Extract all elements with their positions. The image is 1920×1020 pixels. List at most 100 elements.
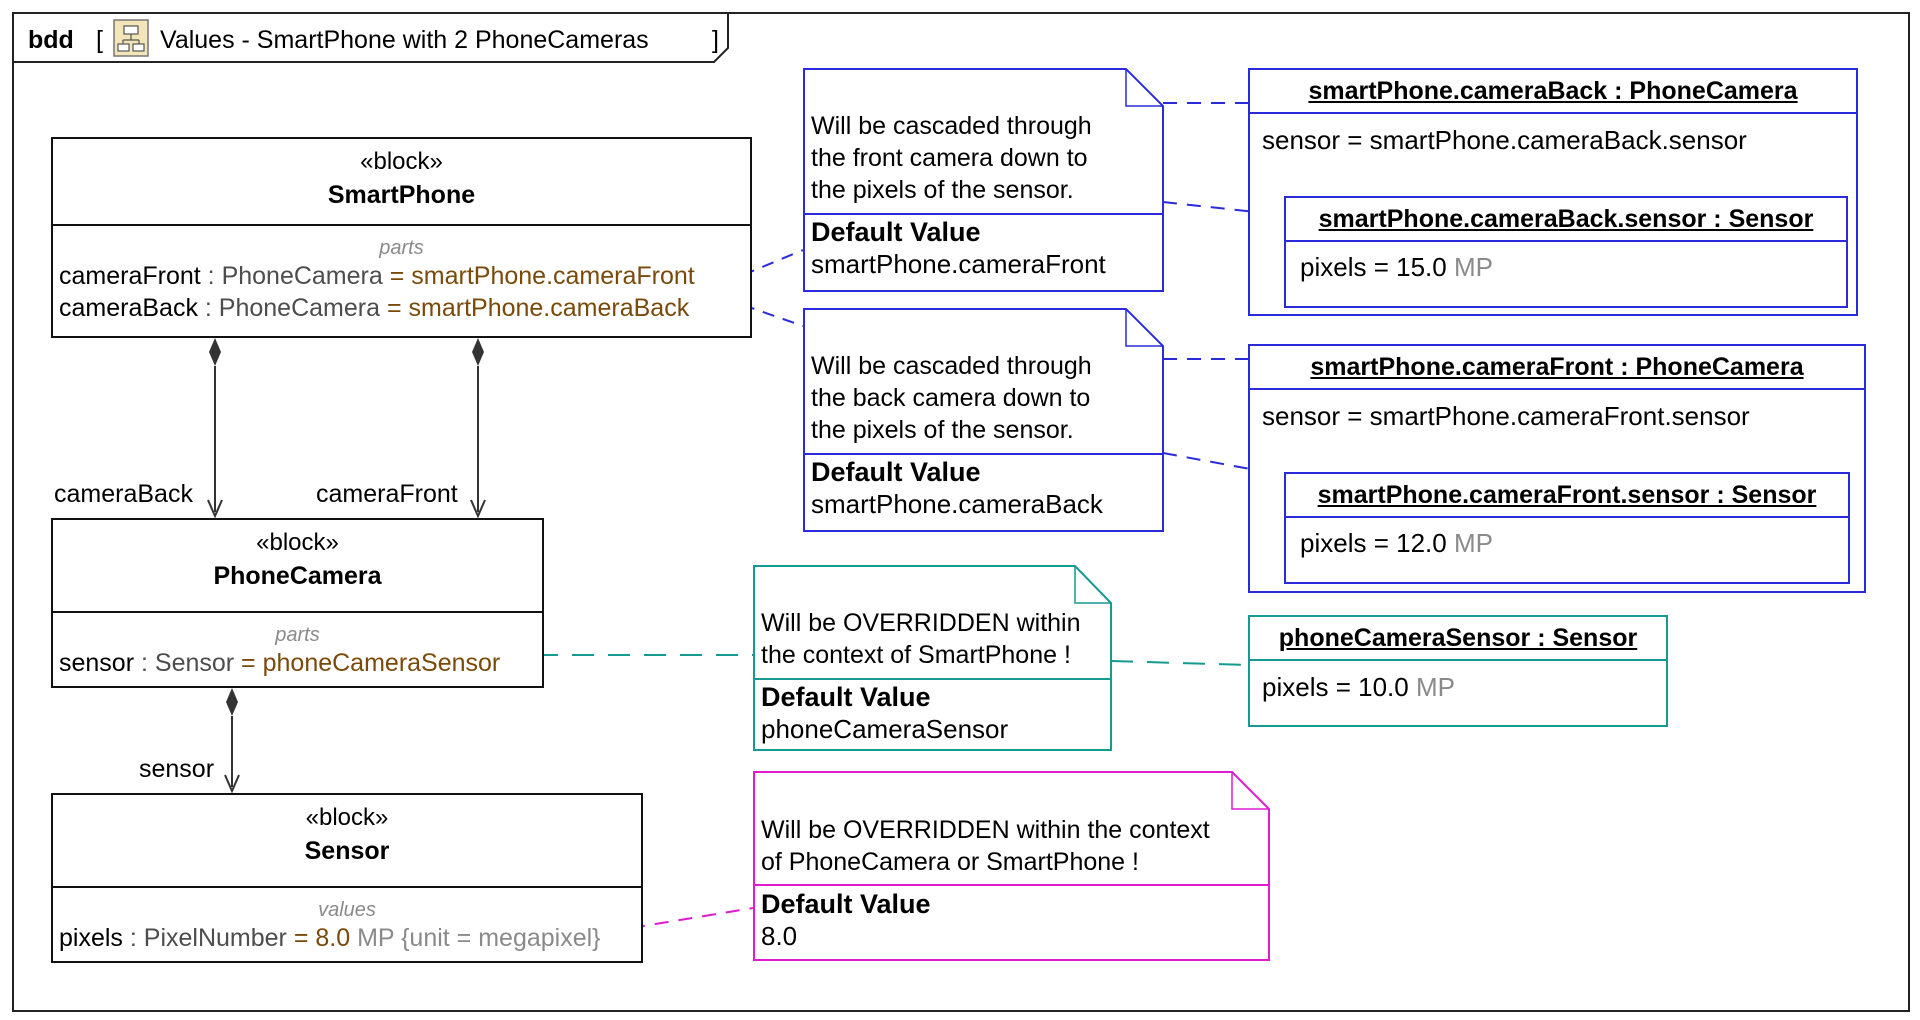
prop-type: : PixelNumber xyxy=(129,924,287,952)
note-default-value-title: Default Value xyxy=(811,217,981,247)
instance-camera-back[interactable]: smartPhone.cameraBack : PhoneCamera sens… xyxy=(1248,68,1858,316)
note-text-line: Will be cascaded through xyxy=(811,112,1092,140)
part-property-camerafront[interactable]: cameraFront : PhoneCamera = smartPhone.c… xyxy=(53,260,750,292)
block-stereotype: «block» xyxy=(360,148,443,175)
role-label-sensor: sensor xyxy=(139,755,215,783)
prop-equals: = xyxy=(380,294,409,322)
instance-slot: sensor = smartPhone.cameraFront.sensor xyxy=(1262,401,1750,431)
compartment-label: parts xyxy=(275,624,320,646)
note-text-line: Will be OVERRIDDEN within the context xyxy=(761,816,1210,844)
prop-equals: = xyxy=(286,924,316,952)
note-link-phonecamerasensor[interactable] xyxy=(1110,660,1249,666)
prop-type: : PhoneCamera xyxy=(204,294,381,322)
note-anchor-sensor-part[interactable] xyxy=(530,649,753,661)
note-text-line: the pixels of the sensor. xyxy=(811,416,1074,444)
slot-value: pixels = 15.0 xyxy=(1300,252,1447,282)
role-label-cameraback: cameraBack xyxy=(54,480,193,508)
prop-type: : Sensor xyxy=(141,649,235,677)
prop-default-value: phoneCameraSensor xyxy=(262,649,501,677)
slot-value: pixels = 12.0 xyxy=(1300,528,1447,558)
note-overridden-context[interactable]: Will be OVERRIDDEN within the context of… xyxy=(753,771,1270,961)
block-phonecamera[interactable]: «block» PhoneCamera parts sensor : Senso… xyxy=(51,518,544,688)
composition-camerafront[interactable] xyxy=(470,338,486,519)
note-text-line: the pixels of the sensor. xyxy=(811,176,1074,204)
block-name: Sensor xyxy=(304,837,390,865)
value-property-pixels[interactable]: pixels : PixelNumber = 8.0 MP {unit = me… xyxy=(53,922,641,954)
diagram-title: Values - SmartPhone with 2 PhoneCameras xyxy=(160,26,649,54)
block-sensor[interactable]: «block» Sensor values pixels : PixelNumb… xyxy=(51,793,643,963)
note-default-value: smartPhone.cameraFront xyxy=(811,249,1106,279)
note-text-line: the back camera down to xyxy=(811,384,1091,412)
note-default-value-title: Default Value xyxy=(761,889,931,919)
note-outline xyxy=(753,771,1270,961)
instance-title: smartPhone.cameraBack.sensor : Sensor xyxy=(1286,198,1846,242)
prop-default-value: smartPhone.cameraFront xyxy=(411,262,695,290)
instance-slot: sensor = smartPhone.cameraBack.sensor xyxy=(1262,125,1747,155)
note-text-line: Will be OVERRIDDEN within xyxy=(761,609,1081,637)
composition-sensor[interactable] xyxy=(224,688,240,794)
note-text-line: Will be cascaded through xyxy=(811,352,1092,380)
diagram-frame xyxy=(12,12,1910,1012)
part-property-sensor[interactable]: sensor : Sensor = phoneCameraSensor xyxy=(53,647,542,679)
block-header: «block» SmartPhone xyxy=(53,139,750,226)
compartment-label: values xyxy=(318,899,376,921)
prop-name: sensor xyxy=(59,649,135,677)
instance-phone-camera-sensor[interactable]: phoneCameraSensor : Sensor pixels = 10.0… xyxy=(1248,615,1668,727)
block-stereotype: «block» xyxy=(305,804,389,831)
note-default-value: 8.0 xyxy=(761,921,798,951)
package-diagram-icon xyxy=(113,19,149,57)
note-text-line: of PhoneCamera or SmartPhone ! xyxy=(761,848,1139,876)
note-text-line: the context of SmartPhone ! xyxy=(761,641,1071,669)
instance-camera-front-sensor[interactable]: smartPhone.cameraFront.sensor : Sensor p… xyxy=(1284,472,1850,584)
note-anchor-pixels[interactable] xyxy=(625,907,754,934)
instance-title: smartPhone.cameraFront.sensor : Sensor xyxy=(1286,474,1848,518)
slot-unit: MP xyxy=(1446,528,1493,558)
note-text-line: the front camera down to xyxy=(811,144,1088,172)
prop-name: pixels xyxy=(59,924,123,952)
title-bracket-open: [ xyxy=(96,26,103,54)
block-header: «block» PhoneCamera xyxy=(53,520,542,613)
block-smartphone[interactable]: «block» SmartPhone parts cameraFront : P… xyxy=(51,137,752,338)
instance-camera-front[interactable]: smartPhone.cameraFront : PhoneCamera sen… xyxy=(1248,344,1866,593)
note-default-value-title: Default Value xyxy=(761,682,931,712)
instance-slot: pixels = 15.0 MP xyxy=(1286,242,1846,292)
block-header: «block» Sensor xyxy=(53,795,641,888)
instance-title: smartPhone.cameraBack : PhoneCamera xyxy=(1250,70,1856,114)
prop-type: : PhoneCamera xyxy=(207,262,383,290)
prop-equals: = xyxy=(234,649,263,677)
note-outline xyxy=(803,308,1164,532)
instance-slot: pixels = 12.0 MP xyxy=(1286,518,1848,568)
compartment-label: parts xyxy=(379,237,424,259)
note-default-value: phoneCameraSensor xyxy=(761,714,1009,744)
prop-name: cameraFront xyxy=(59,262,201,290)
prop-equals: = xyxy=(382,262,412,290)
block-stereotype: «block» xyxy=(256,529,339,556)
note-default-value: smartPhone.cameraBack xyxy=(811,489,1103,519)
diagram-kind: bdd xyxy=(28,26,74,54)
note-outline xyxy=(753,565,1112,751)
instance-title: smartPhone.cameraFront : PhoneCamera xyxy=(1250,346,1864,390)
role-label-camerafront: cameraFront xyxy=(316,480,458,508)
title-bracket-close: ] xyxy=(712,26,719,54)
block-name: PhoneCamera xyxy=(213,562,382,590)
instance-camera-back-sensor[interactable]: smartPhone.cameraBack.sensor : Sensor pi… xyxy=(1284,196,1848,308)
note-default-value-title: Default Value xyxy=(811,457,981,487)
prop-name: cameraBack xyxy=(59,294,198,322)
note-overridden-smartphone[interactable]: Will be OVERRIDDEN within the context of… xyxy=(753,565,1112,751)
part-property-cameraback[interactable]: cameraBack : PhoneCamera = smartPhone.ca… xyxy=(53,292,750,324)
composition-cameraback[interactable] xyxy=(207,338,223,519)
prop-default-value: smartPhone.cameraBack xyxy=(408,294,690,322)
slot-value: pixels = 10.0 xyxy=(1262,672,1409,702)
slot-unit: MP xyxy=(1408,672,1455,702)
instance-title: phoneCameraSensor : Sensor xyxy=(1250,617,1666,661)
block-name: SmartPhone xyxy=(327,181,476,209)
slot-unit: MP xyxy=(1446,252,1493,282)
note-outline xyxy=(803,68,1164,292)
note-cascade-front[interactable]: Will be cascaded through the front camer… xyxy=(803,68,1164,292)
instance-slot: pixels = 10.0 MP xyxy=(1250,661,1666,713)
diagram-frame-tab: bdd [ Values - SmartPhone with 2 PhoneCa… xyxy=(14,14,729,63)
prop-default-value: 8.0 xyxy=(315,924,351,952)
prop-unit: MP {unit = megapixel} xyxy=(350,924,601,952)
note-cascade-back[interactable]: Will be cascaded through the back camera… xyxy=(803,308,1164,532)
